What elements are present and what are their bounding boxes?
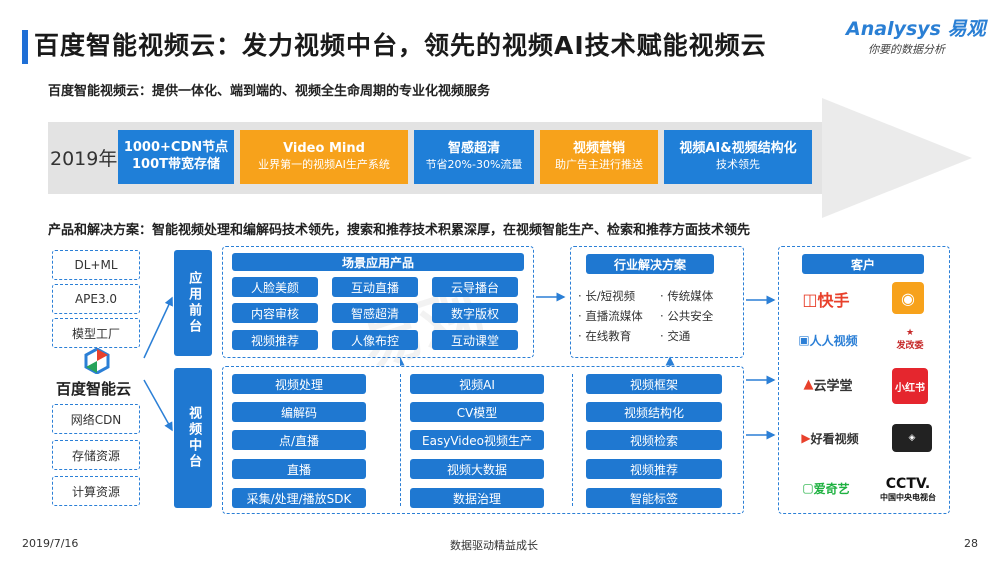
chip-marketing: 视频营销 助广告主进行推送 <box>540 130 658 184</box>
app-layer-label: 应用前台 <box>174 250 212 356</box>
scene-item: 人脸美颜 <box>232 277 318 297</box>
title-accent-bar <box>22 30 28 64</box>
customers-header: 客户 <box>802 254 924 274</box>
video-item: 视频检索 <box>586 430 722 450</box>
yunxuetang-icon: ▲云学堂 <box>803 376 853 394</box>
renren-video-icon: ▣人人视频 <box>798 333 858 348</box>
chip-line2: 技术领先 <box>716 158 760 172</box>
baidu-cloud-icon <box>84 347 110 375</box>
chip-line2: 助广告主进行推送 <box>555 158 643 172</box>
scene-item: 视频推荐 <box>232 330 318 350</box>
kuaishou-icon: ◫快手 <box>802 289 850 311</box>
baidu-cloud-brand: 百度智能云 <box>56 380 132 398</box>
subtitle: 百度智能视频云：提供一体化、端到端的、视频全生命周期的专业化视频服务 <box>48 84 491 99</box>
video-item: 采集/处理/播放SDK <box>232 488 366 508</box>
industry-item: · 传统媒体 <box>660 289 714 303</box>
app-layer-label-text: 应用前台 <box>186 271 202 335</box>
chip-video-ai: 视频AI&视频结构化 技术领先 <box>664 130 812 184</box>
industry-item: · 长/短视频 <box>578 289 636 303</box>
scene-item: 互动直播 <box>332 277 418 297</box>
video-item: 智能标签 <box>586 488 722 508</box>
footer-center: 数据驱动精益成长 <box>450 539 538 552</box>
video-framework-header: 视频框架 <box>586 374 722 394</box>
video-item: 数据治理 <box>410 488 544 508</box>
right-connectors <box>746 295 776 440</box>
customers-box <box>778 246 950 514</box>
up-arrows <box>400 356 675 366</box>
analysys-logo: Analysys 易观 你要的数据分析 <box>846 14 986 60</box>
industry-header: 行业解决方案 <box>586 254 714 274</box>
scene-item: 人像布控 <box>332 330 418 350</box>
video-layer-label: 视频中台 <box>174 368 212 508</box>
logo-text: Analysys 易观 <box>846 18 986 40</box>
haokan-icon: ▶好看视频 <box>801 431 859 446</box>
industry-item: · 公共安全 <box>660 309 714 323</box>
left-item: 存储资源 <box>52 440 140 470</box>
chip-cdn: 1000+CDN节点 100T带宽存储 <box>118 130 234 184</box>
industry-item: · 直播流媒体 <box>578 309 643 323</box>
cctv-icon: CCTV. 中国中央电视台 <box>880 475 936 502</box>
chip-line1: 视频营销 <box>572 141 625 157</box>
scene-item: 数字版权 <box>432 303 518 323</box>
section2-title: 产品和解决方案：智能视频处理和编解码技术领先，搜索和推荐技术积累深厚，在视频智能… <box>48 223 751 238</box>
chip-line1: 视频AI&视频结构化 <box>679 141 797 157</box>
logo-tagline: 你要的数据分析 <box>868 43 945 56</box>
quanmin-icon: ◈ <box>892 424 932 452</box>
left-item: 模型工厂 <box>52 318 140 348</box>
page-number: 28 <box>964 537 978 550</box>
gov-app-icon: ★发改委 <box>896 327 924 351</box>
chip-line2: 100T带宽存储 <box>131 157 220 172</box>
kuaishou-app-icon: ◉ <box>892 282 924 314</box>
video-item: EasyVideo视频生产 <box>410 430 544 450</box>
timeline-arrow-head <box>822 98 972 218</box>
industry-item: · 在线教育 <box>578 329 632 343</box>
chip-line2: 节省20%-30%流量 <box>425 158 523 172</box>
footer-date: 2019/7/16 <box>22 537 79 550</box>
left-item: 计算资源 <box>52 476 140 506</box>
xiaohongshu-icon: 小红书 <box>892 368 928 404</box>
video-item: 直播 <box>232 459 366 479</box>
left-connectors <box>143 296 173 432</box>
scene-item: 内容审核 <box>232 303 318 323</box>
video-platform-box <box>222 366 744 514</box>
video-layer-label-text: 视频中台 <box>186 406 202 470</box>
column-divider <box>400 374 401 506</box>
scene-header: 场景应用产品 <box>232 253 524 271</box>
chip-line2: 业界第一的视频AI生产系统 <box>258 158 390 172</box>
chip-line1: 智感超清 <box>447 141 500 157</box>
scene-item: 互动课堂 <box>432 330 518 350</box>
video-item: 视频推荐 <box>586 459 722 479</box>
cctv-subtitle: 中国中央电视台 <box>880 492 936 502</box>
timeline-year: 2019年 <box>50 148 118 170</box>
video-item: 点/直播 <box>232 430 366 450</box>
column-divider <box>572 374 573 506</box>
page-title: 百度智能视频云：发力视频中台，领先的视频AI技术赋能视频云 <box>34 31 767 60</box>
left-item: 网络CDN <box>52 404 140 434</box>
scene-item: 智感超清 <box>332 303 418 323</box>
video-item: CV模型 <box>410 402 544 422</box>
video-ai-header: 视频AI <box>410 374 544 394</box>
video-item: 视频结构化 <box>586 402 722 422</box>
industry-item: · 交通 <box>660 329 691 343</box>
video-item: 视频大数据 <box>410 459 544 479</box>
video-processing-header: 视频处理 <box>232 374 366 394</box>
video-item: 编解码 <box>232 402 366 422</box>
left-item: APE3.0 <box>52 284 140 314</box>
left-item: DL+ML <box>52 250 140 280</box>
chip-line1: 1000+CDN节点 <box>123 140 229 156</box>
scene-item: 云导播台 <box>432 277 518 297</box>
industry-box <box>570 246 744 358</box>
chip-line1: Video Mind <box>283 141 365 157</box>
chip-zhigan: 智感超清 节省20%-30%流量 <box>414 130 534 184</box>
chip-video-mind: Video Mind 业界第一的视频AI生产系统 <box>240 130 408 184</box>
iqiyi-icon: ▢爱奇艺 <box>802 481 850 496</box>
scene-products-box <box>222 246 534 358</box>
arrow-scene-to-industry <box>536 292 566 302</box>
